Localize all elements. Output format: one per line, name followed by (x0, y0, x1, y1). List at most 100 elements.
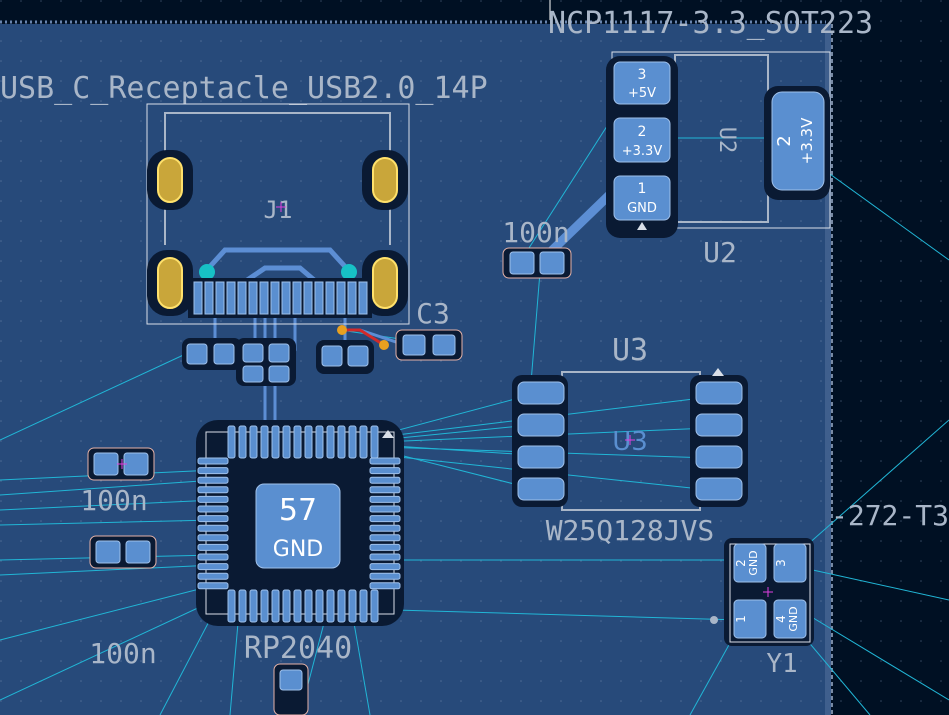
rp2040-pin[interactable] (369, 476, 401, 484)
rp2040-pin[interactable] (197, 563, 229, 571)
rp2040-pin[interactable] (369, 467, 401, 475)
rp2040-pin[interactable] (271, 589, 280, 623)
mcu-rp2040[interactable]: 57 GND RP2040 (196, 420, 404, 666)
rp2040-pin[interactable] (369, 543, 401, 551)
r-mid-pad-4[interactable] (268, 365, 290, 383)
rp2040-pin[interactable] (369, 563, 401, 571)
cap-left-2-pad-2[interactable] (125, 540, 151, 564)
r-right-pad-2[interactable] (347, 345, 369, 367)
j1-via-right[interactable] (341, 264, 357, 280)
rp2040-pin[interactable] (304, 425, 313, 459)
rp2040-pins-right[interactable] (369, 457, 401, 590)
j1-shell-pad-br[interactable] (372, 257, 398, 309)
rp2040-pin[interactable] (369, 524, 401, 532)
y1-pin-1-pad[interactable] (733, 599, 767, 639)
rp2040-pin[interactable] (197, 524, 229, 532)
rp2040-pin[interactable] (337, 425, 346, 459)
j1-signal-pins[interactable] (193, 281, 368, 315)
rp2040-pin[interactable] (348, 425, 357, 459)
rp2040-pin[interactable] (197, 553, 229, 561)
capacitor-left-2[interactable]: 100n (89, 535, 157, 670)
rp2040-pin[interactable] (326, 425, 335, 459)
r-mid-pad-2[interactable] (268, 343, 290, 363)
regulator-u2[interactable]: U2 U2 3 +5V 2 +3.3V 1 GND 2 +3.3V (606, 51, 831, 269)
j1-via-orange[interactable] (337, 325, 347, 335)
flash-u3[interactable]: U3 U3 W25Q128JVS (512, 333, 748, 547)
rp2040-pin[interactable] (197, 457, 229, 465)
u3-pins[interactable] (517, 381, 743, 501)
u2-pin-1-pad[interactable] (613, 175, 671, 221)
j1-shell-pad-bl[interactable] (157, 257, 183, 309)
u2-cap-pad-1[interactable] (509, 251, 535, 275)
rp2040-pin[interactable] (197, 495, 229, 503)
bottom-comp-pad-1[interactable] (279, 669, 303, 691)
rp2040-pin[interactable] (238, 589, 247, 623)
y1-pin-3-pad[interactable] (773, 543, 807, 583)
rp2040-pin[interactable] (369, 553, 401, 561)
rp2040-pin[interactable] (359, 589, 368, 623)
rp2040-pin[interactable] (282, 589, 291, 623)
crystal-y1[interactable]: -272-T3 2 GND 3 1 4 GND Y1 (710, 499, 949, 679)
y1-pin-4-pad[interactable] (773, 599, 807, 639)
rp2040-pin[interactable] (369, 495, 401, 503)
resistor-array-j1[interactable] (182, 338, 374, 386)
rp2040-center-pad[interactable] (255, 483, 341, 569)
rp2040-pin[interactable] (369, 534, 401, 542)
y1-pin-2-pad[interactable] (733, 543, 767, 583)
r-right-pad-1[interactable] (321, 345, 343, 367)
rp2040-pin[interactable] (293, 589, 302, 623)
bottom-component[interactable] (273, 663, 309, 715)
rp2040-pin[interactable] (348, 589, 357, 623)
c3-pad-2[interactable] (432, 334, 456, 356)
rp2040-pin[interactable] (260, 589, 269, 623)
j1-shell-pad-tl[interactable] (157, 157, 183, 203)
r-mid-pad-1[interactable] (242, 343, 264, 363)
rp2040-pin[interactable] (260, 425, 269, 459)
rp2040-pin[interactable] (197, 476, 229, 484)
rp2040-pin[interactable] (369, 582, 401, 590)
r-left-pad-1[interactable] (186, 343, 208, 365)
capacitor-u2-input[interactable]: 100n (502, 216, 572, 279)
rp2040-pin[interactable] (282, 425, 291, 459)
rp2040-pin[interactable] (369, 457, 401, 465)
rp2040-pin[interactable] (271, 425, 280, 459)
rp2040-pin[interactable] (249, 589, 258, 623)
u2-tab-pad[interactable] (771, 91, 825, 191)
j1-shell-pad-tr[interactable] (372, 157, 398, 203)
rp2040-pin[interactable] (369, 515, 401, 523)
usb-c-connector-j1[interactable]: USB_C_Receptacle_USB2.0_14P J1 (0, 71, 488, 325)
c3-via[interactable] (379, 340, 389, 350)
rp2040-pin[interactable] (197, 543, 229, 551)
rp2040-pin[interactable] (304, 589, 313, 623)
cap-left-2-pad-1[interactable] (95, 540, 121, 564)
rp2040-pin[interactable] (326, 589, 335, 623)
rp2040-pin[interactable] (227, 425, 236, 459)
rp2040-pin[interactable] (197, 515, 229, 523)
rp2040-pins-bottom[interactable] (227, 589, 379, 623)
u2-pin-3-pad[interactable] (613, 61, 671, 105)
rp2040-pin[interactable] (315, 425, 324, 459)
rp2040-pin[interactable] (197, 534, 229, 542)
rp2040-pin[interactable] (197, 582, 229, 590)
rp2040-pin[interactable] (369, 572, 401, 580)
rp2040-pin[interactable] (369, 505, 401, 513)
rp2040-pin[interactable] (370, 425, 379, 459)
rp2040-pin[interactable] (197, 486, 229, 494)
r-mid-pad-3[interactable] (242, 365, 264, 383)
rp2040-pins-left[interactable] (197, 457, 229, 590)
rp2040-pin[interactable] (293, 425, 302, 459)
rp2040-pin[interactable] (227, 589, 236, 623)
cap-left-1-pad-1[interactable] (93, 452, 119, 476)
rp2040-pin[interactable] (197, 505, 229, 513)
rp2040-pin[interactable] (359, 425, 368, 459)
rp2040-pin[interactable] (370, 589, 379, 623)
rp2040-pin[interactable] (249, 425, 258, 459)
r-left-pad-2[interactable] (213, 343, 235, 365)
rp2040-pin[interactable] (369, 486, 401, 494)
c3-pad-1[interactable] (402, 334, 426, 356)
rp2040-pins-top[interactable] (227, 425, 379, 459)
rp2040-pin[interactable] (197, 467, 229, 475)
rp2040-pin[interactable] (197, 572, 229, 580)
rp2040-pin[interactable] (238, 425, 247, 459)
